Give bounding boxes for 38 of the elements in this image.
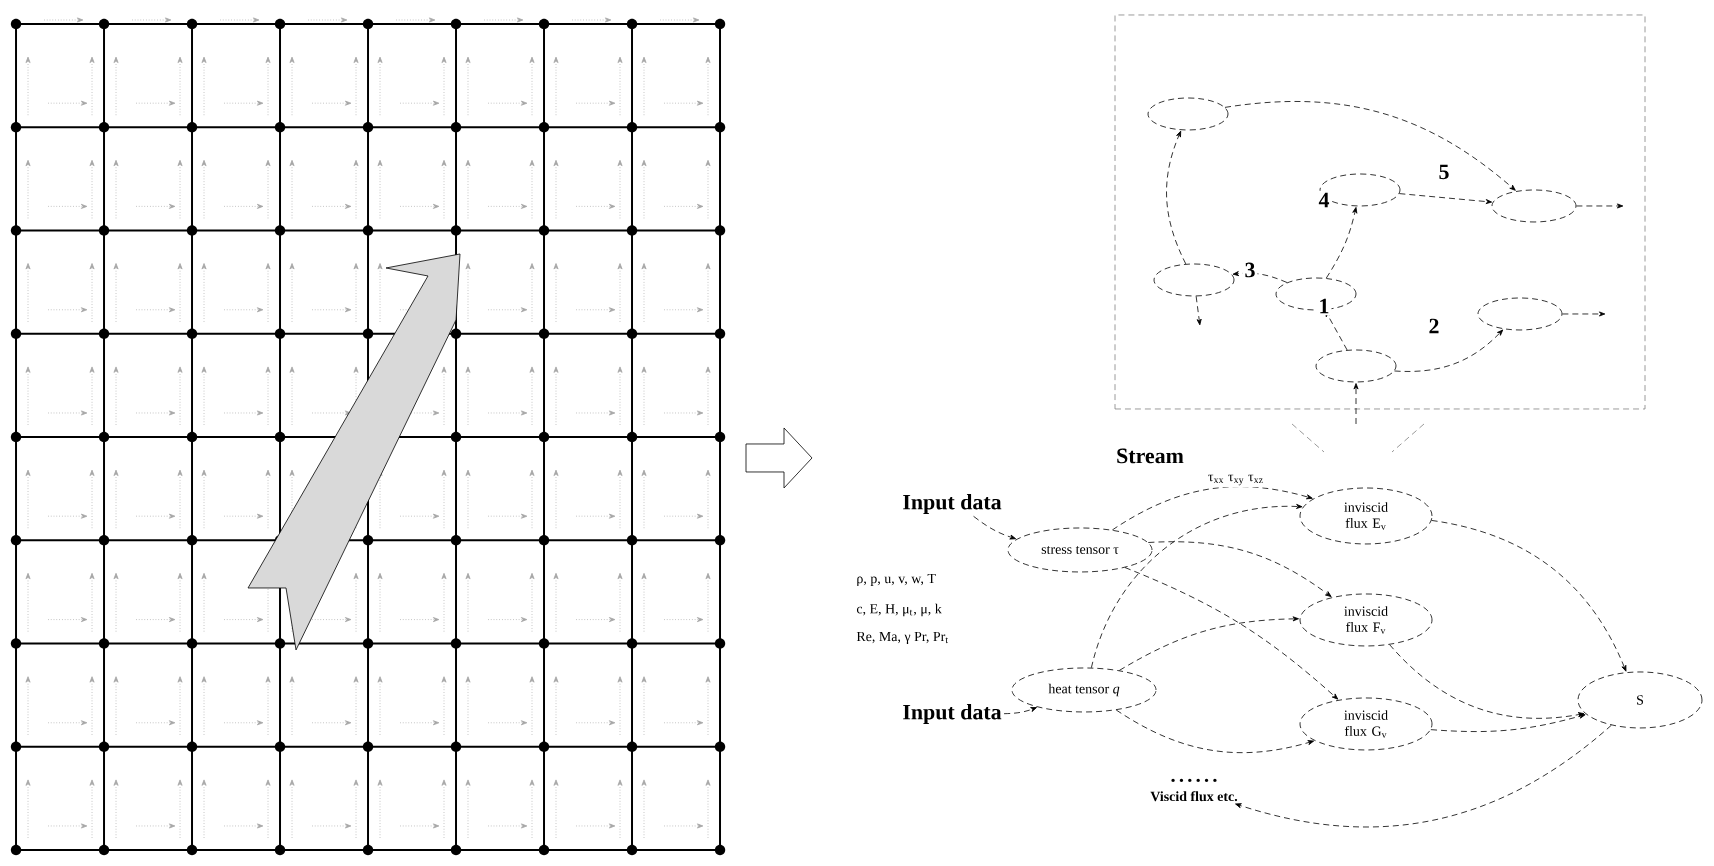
arrow xyxy=(1147,541,1332,597)
arrow xyxy=(1115,709,1315,754)
arrow xyxy=(1166,130,1187,265)
edge-label: 4 xyxy=(1318,192,1330,208)
arrow xyxy=(1353,383,1359,425)
arrow xyxy=(1394,329,1504,372)
text-label: Input data xyxy=(903,494,1002,514)
edge-label: 1 xyxy=(1320,298,1329,314)
arrow xyxy=(1232,271,1288,283)
arrow xyxy=(1111,486,1313,531)
ellipse-node xyxy=(1147,97,1229,131)
arrow xyxy=(1389,644,1585,719)
arrow xyxy=(1430,713,1586,732)
ellipse-node xyxy=(1315,349,1397,383)
arrow xyxy=(1124,567,1339,700)
dashed-frame xyxy=(1114,14,1646,410)
edge-label: 2 xyxy=(1429,318,1439,334)
arrow xyxy=(1195,295,1202,326)
arrow xyxy=(1562,311,1606,317)
ellipse-node xyxy=(1275,277,1357,311)
arrow xyxy=(1091,503,1303,669)
text-label: Stream xyxy=(1117,448,1184,464)
ellipse-node xyxy=(1477,297,1563,331)
arrow xyxy=(1235,724,1612,828)
arrow xyxy=(1325,207,1358,279)
edge-label: 3 xyxy=(1245,262,1255,278)
arrow xyxy=(1003,707,1037,715)
arrow xyxy=(1399,193,1493,205)
edge-label: 5 xyxy=(1439,164,1449,180)
arrow xyxy=(1576,203,1624,209)
arrow xyxy=(1118,616,1299,671)
arrow xyxy=(1224,101,1516,191)
text-label: Input data xyxy=(903,704,1002,724)
arrow xyxy=(973,515,1017,540)
ellipse-node xyxy=(1491,189,1577,223)
ellipse-node xyxy=(1153,263,1235,297)
ellipse-node xyxy=(1319,173,1401,207)
arrow xyxy=(1431,520,1627,672)
